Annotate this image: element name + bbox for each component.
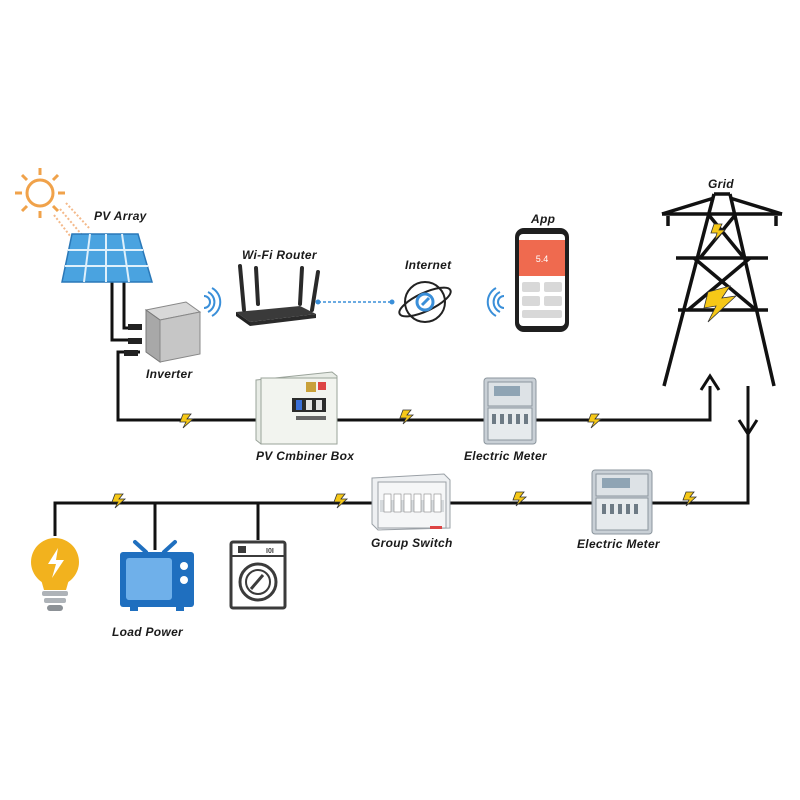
transmission-tower-icon bbox=[661, 192, 783, 387]
inverter-label: Inverter bbox=[146, 367, 193, 381]
arrow-down-icon bbox=[737, 419, 759, 437]
group-switch-label: Group Switch bbox=[371, 536, 453, 550]
wire-inverter-bus bbox=[116, 350, 256, 422]
wire-panel-inverter-2 bbox=[122, 282, 138, 330]
grid-label: Grid bbox=[708, 177, 734, 191]
bolt-icon bbox=[111, 493, 127, 509]
wifi-signal-icon bbox=[486, 287, 505, 317]
electric-meter-icon bbox=[591, 469, 653, 535]
bolt-icon bbox=[710, 223, 726, 242]
solar-panel-icon bbox=[61, 233, 153, 283]
wire-panel-inverter-1 bbox=[110, 282, 128, 342]
electric-meter-top-label: Electric Meter bbox=[464, 449, 547, 463]
bolt-icon bbox=[587, 413, 603, 429]
bolt-icon bbox=[682, 491, 698, 507]
inverter-icon bbox=[124, 301, 202, 363]
washing-machine-icon: I0I bbox=[229, 540, 287, 610]
wifi-signal-icon bbox=[203, 287, 222, 317]
app-reading: 5.4 bbox=[536, 254, 549, 264]
load-power-label: Load Power bbox=[112, 625, 184, 639]
electric-meter-icon bbox=[483, 377, 537, 445]
internet-label: Internet bbox=[405, 258, 452, 272]
wire-meter-grid bbox=[536, 386, 712, 422]
combiner-box-icon bbox=[255, 371, 338, 445]
internet-globe-icon bbox=[398, 281, 452, 323]
pv-array-label: PV Array bbox=[94, 209, 147, 223]
wifi-router-icon bbox=[236, 264, 320, 326]
group-switch-icon bbox=[371, 473, 451, 531]
bolt-icon bbox=[333, 493, 349, 509]
bolt-icon bbox=[399, 409, 415, 425]
app-label: App bbox=[531, 212, 556, 226]
light-bulb-icon bbox=[31, 538, 79, 611]
combiner-box-label: PV Cmbiner Box bbox=[256, 449, 355, 463]
current-bolts bbox=[111, 409, 698, 509]
arrow-up-icon bbox=[699, 373, 721, 391]
wire-switch-loads bbox=[53, 501, 372, 536]
bolt-icon bbox=[179, 413, 195, 429]
washer-badge: I0I bbox=[266, 548, 274, 555]
bolt-icon bbox=[512, 491, 528, 507]
wifi-router-label: Wi-Fi Router bbox=[242, 248, 317, 262]
bolt-icon bbox=[703, 285, 738, 323]
sun-icon bbox=[15, 168, 91, 242]
electric-meter-bottom-label: Electric Meter bbox=[577, 537, 660, 551]
app-phone-icon: 5.4 bbox=[515, 228, 569, 332]
tv-icon bbox=[120, 540, 194, 611]
wire-grid-down bbox=[652, 386, 750, 505]
